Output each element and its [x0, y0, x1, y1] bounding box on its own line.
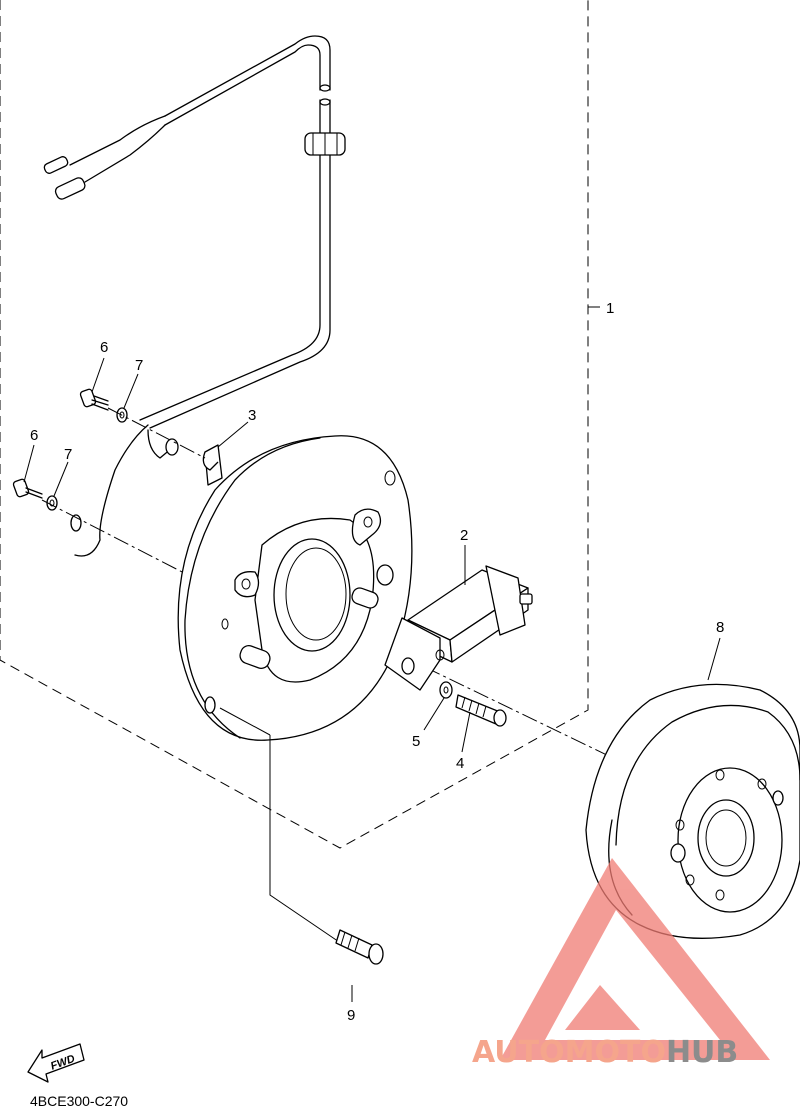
callout-9-leader-path — [269, 735, 349, 949]
pickup-coil — [384, 565, 533, 691]
watermark-text-primary: AUTOMOTO — [472, 1035, 666, 1070]
connector-terminal-1 — [43, 156, 69, 174]
callout-4-leader — [461, 711, 471, 753]
callout-1: 1 — [606, 300, 614, 317]
callout-7a: 7 — [135, 357, 143, 374]
wire-harness — [43, 35, 346, 557]
watermark-text: AUTOMOTOHUB — [472, 1035, 738, 1070]
callout-6a: 6 — [100, 339, 108, 356]
screw-lower — [12, 478, 43, 499]
callout-5-leader — [423, 697, 445, 731]
callout-6b: 6 — [30, 427, 38, 444]
callout-4: 4 — [456, 755, 464, 772]
callout-7b-leader — [53, 461, 69, 497]
bolt-pickup — [455, 694, 507, 727]
stator-base-plate — [177, 435, 413, 741]
callout-8-leader — [707, 637, 721, 681]
connector-terminal-2 — [54, 177, 86, 200]
watermark: AUTOMOTOHUB — [472, 858, 770, 1070]
callout-3: 3 — [248, 407, 256, 424]
callout-7a-leader — [123, 373, 139, 409]
callout-6b-leader — [23, 444, 35, 483]
callout-9-leader — [219, 707, 271, 736]
callout-2: 2 — [460, 527, 468, 544]
drawing-code: 4BCE300-C270 — [30, 1093, 128, 1109]
callout-9: 9 — [347, 1007, 355, 1024]
washer-pickup — [439, 681, 453, 699]
watermark-triangle-icon — [500, 858, 770, 1060]
wire-clamp — [202, 444, 223, 486]
flywheel-rotor — [585, 683, 800, 939]
centerline-upper-screw — [107, 407, 206, 459]
callout-7b: 7 — [64, 446, 72, 463]
fwd-arrow-icon: FWD — [27, 1043, 85, 1083]
callout-6a-leader — [91, 357, 105, 393]
watermark-text-secondary: HUB — [666, 1035, 738, 1070]
screw-upper — [79, 388, 109, 411]
assembly-boundary — [0, 0, 589, 849]
stator-screw — [335, 929, 384, 965]
wire-grommet — [304, 132, 346, 156]
callout-3-leader — [217, 421, 249, 448]
callout-5: 5 — [412, 733, 420, 750]
callout-8: 8 — [716, 619, 724, 636]
